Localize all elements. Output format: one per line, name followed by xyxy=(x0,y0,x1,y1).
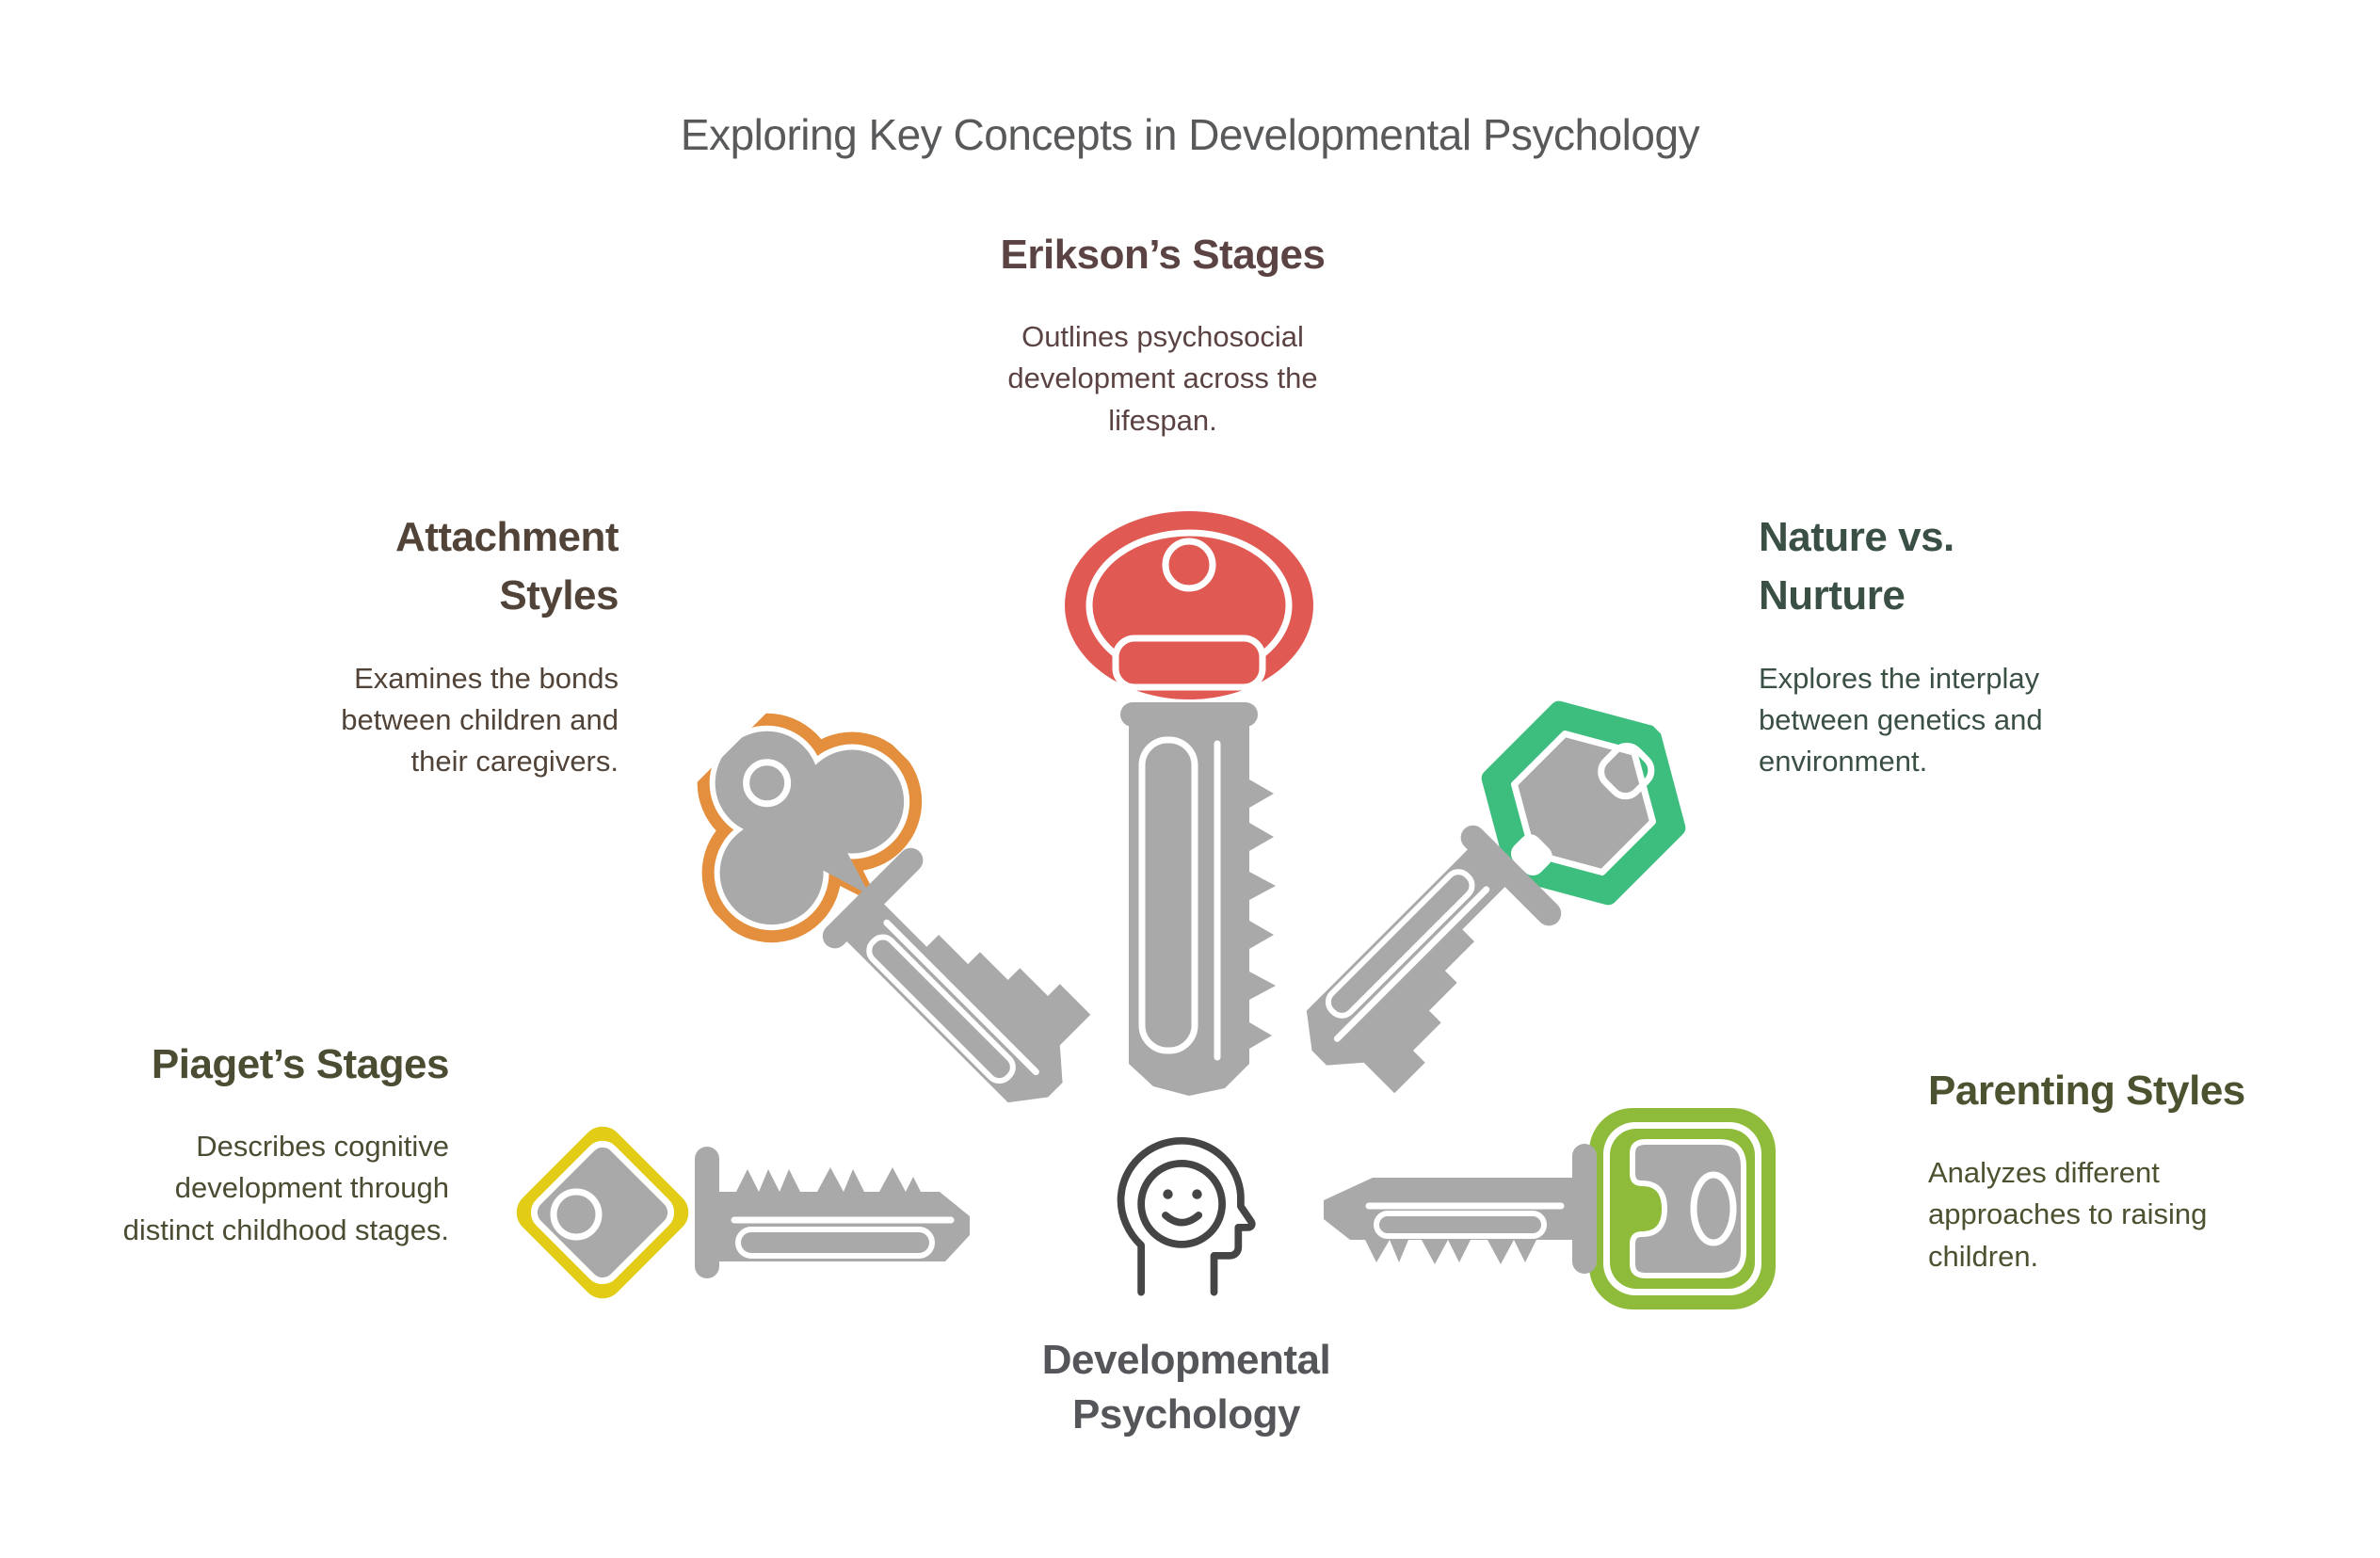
key-icon-piagets-stages xyxy=(516,1126,970,1299)
key-shaft xyxy=(822,847,1091,1103)
key-head-rounded-square xyxy=(1589,1108,1776,1309)
key-shaft xyxy=(1120,702,1276,1096)
concept-title-nature-vs-nurture: Nature vs. Nurture xyxy=(1759,514,1954,619)
key-head-diamond xyxy=(516,1126,689,1299)
concept-parenting-styles: Parenting Styles Analyzes different appr… xyxy=(1928,1062,2267,1277)
concept-eriksons-stages: Erikson’s Stages Outlines psychosocial d… xyxy=(984,226,1342,442)
concept-description-piagets-stages: Describes cognitive development through … xyxy=(122,1130,449,1246)
key-shaft xyxy=(1306,825,1562,1094)
concept-description-eriksons-stages: Outlines psychosocial development across… xyxy=(1007,320,1318,437)
concept-description-parenting-styles: Analyzes different approaches to raising… xyxy=(1928,1156,2208,1273)
key-shaft xyxy=(695,1147,970,1278)
concept-title-attachment-styles: Attachment Styles xyxy=(394,514,619,619)
concept-title-eriksons-stages: Erikson’s Stages xyxy=(1000,232,1326,278)
key-head-oval xyxy=(1065,511,1313,699)
key-icon-nature-vs-nurture xyxy=(1306,700,1686,1094)
key-icon-parenting-styles xyxy=(1324,1108,1776,1309)
page-title: Exploring Key Concepts in Developmental … xyxy=(680,110,1700,159)
key-head-hexagon xyxy=(1481,700,1686,906)
center-label: Developmental Psychology xyxy=(1041,1337,1331,1438)
key-head-clover xyxy=(697,713,923,943)
concept-attachment-styles: Attachment Styles Examines the bonds bet… xyxy=(298,508,619,782)
key-icon-eriksons-stages xyxy=(1065,511,1313,1096)
key-shaft xyxy=(1324,1144,1597,1274)
concept-description-nature-vs-nurture: Explores the interplay between genetics … xyxy=(1759,661,2043,778)
concept-title-piagets-stages: Piaget’s Stages xyxy=(151,1041,450,1087)
head-profile-smiley-icon xyxy=(1117,1136,1256,1296)
concept-description-attachment-styles: Examines the bonds between children and … xyxy=(341,661,619,778)
concept-nature-vs-nurture: Nature vs. Nurture Explores the interpla… xyxy=(1759,508,2083,782)
concept-title-parenting-styles: Parenting Styles xyxy=(1928,1068,2245,1114)
concept-piagets-stages: Piaget’s Stages Describes cognitive deve… xyxy=(91,1036,450,1251)
key-icon-attachment-styles xyxy=(697,713,1091,1103)
